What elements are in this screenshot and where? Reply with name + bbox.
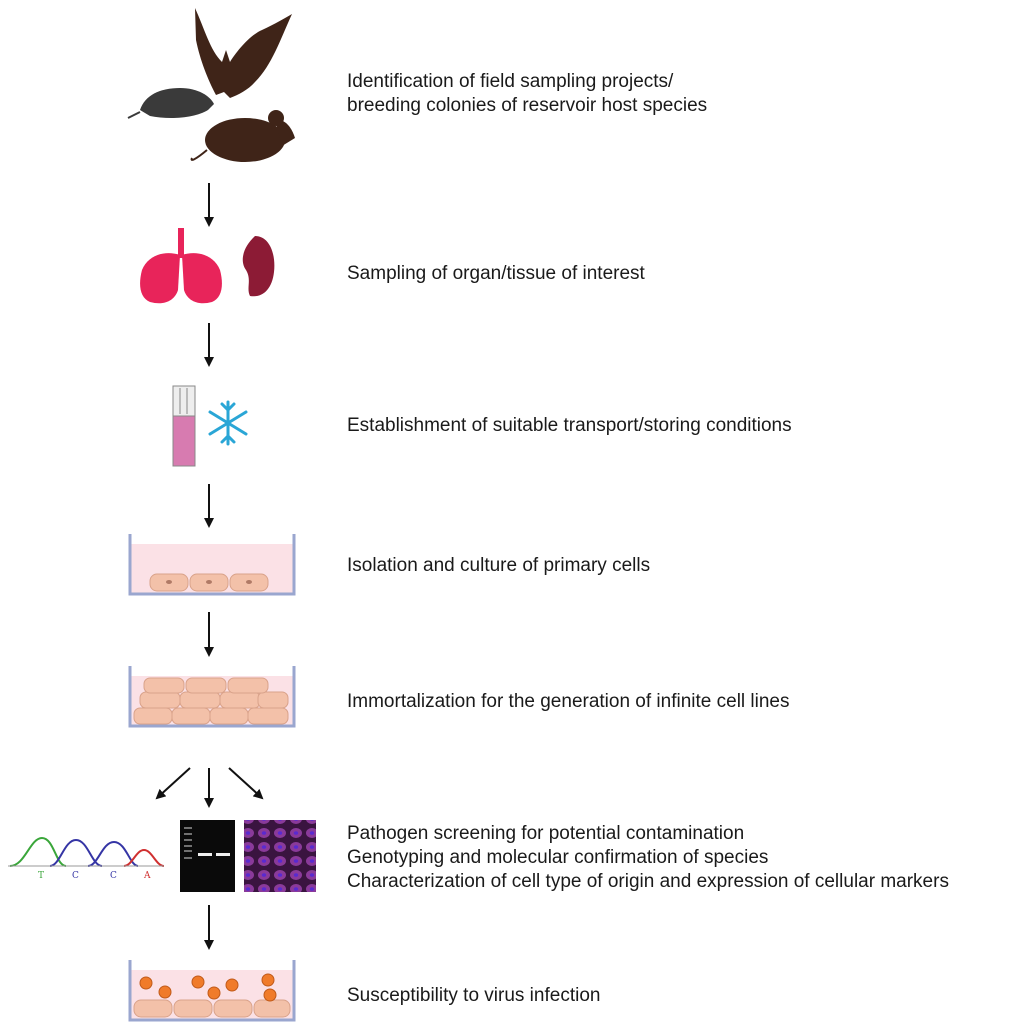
snowflake-icon: [208, 400, 248, 446]
culture-dish-icon: [128, 534, 296, 596]
step-1-line-1: Identification of field sampling project…: [347, 71, 674, 92]
step-3-line-1: Establishment of suitable transport/stor…: [347, 415, 792, 436]
step-5-line-1: Immortalization for the generation of in…: [347, 691, 790, 712]
bat-icon: [195, 8, 292, 98]
gel-electrophoresis-icon: [180, 820, 235, 892]
mouse-icon: [190, 110, 295, 162]
step-6-line-3: Characterization of cell type of origin …: [347, 871, 949, 892]
lungs-icon: [140, 228, 222, 304]
fluorescence-microscopy-icon: [244, 820, 316, 892]
mole-icon: [127, 88, 214, 119]
flow-arrow: [155, 767, 191, 800]
step-6-line-2: Genotyping and molecular confirmation of…: [347, 847, 769, 868]
step-7-label: Susceptibility to virus infection: [347, 984, 600, 1008]
step-5-label: Immortalization for the generation of in…: [347, 690, 790, 714]
step-1-line-2: breeding colonies of reservoir host spec…: [347, 95, 708, 116]
step-2-line-1: Sampling of organ/tissue of interest: [347, 263, 645, 284]
base-label: C: [72, 871, 79, 881]
chromatogram-icon: [8, 836, 165, 867]
kidney-icon: [242, 236, 275, 297]
base-label: A: [143, 871, 151, 881]
step-4-line-1: Isolation and culture of primary cells: [347, 555, 651, 576]
step-7-line-1: Susceptibility to virus infection: [347, 985, 601, 1006]
culture-dish-multilayer-icon: [128, 666, 296, 728]
flow-arrow: [228, 767, 264, 800]
step-2-label: Sampling of organ/tissue of interest: [347, 262, 645, 286]
step-1-label: Identification of field sampling project…: [347, 70, 707, 118]
step-3-label: Establishment of suitable transport/stor…: [347, 414, 792, 438]
step-6-label: Pathogen screening for potential contami…: [347, 822, 949, 894]
sample-tube-icon: [172, 385, 196, 467]
infected-culture-dish-icon: [128, 960, 296, 1022]
base-label: T: [38, 871, 44, 881]
step-4-label: Isolation and culture of primary cells: [347, 554, 650, 578]
chromatogram-bases: T C C A: [38, 871, 151, 881]
base-label: C: [110, 871, 117, 881]
step-6-line-1: Pathogen screening for potential contami…: [347, 823, 745, 844]
